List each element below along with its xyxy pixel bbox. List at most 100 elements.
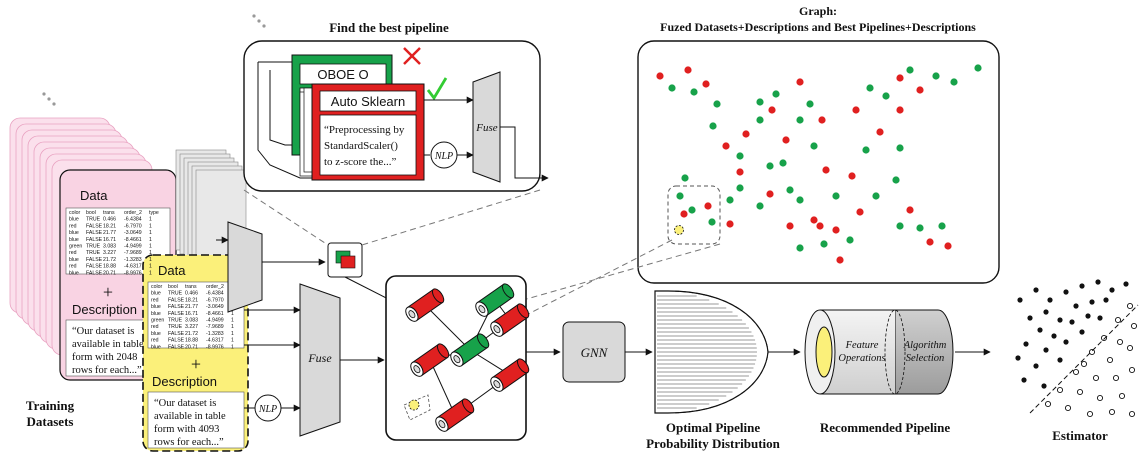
table-cell: 20.71 xyxy=(103,270,116,276)
estimator-point-hollow xyxy=(1088,348,1096,356)
table-cell: blue xyxy=(69,257,79,263)
graph-node xyxy=(882,92,890,100)
gnn-label: GNN xyxy=(581,345,609,360)
table-cell: 21.77 xyxy=(103,230,116,236)
table-cell: FALSE xyxy=(168,297,185,303)
table-cell: blue xyxy=(69,217,79,223)
graph-node xyxy=(822,166,830,174)
estimator-point-hollow xyxy=(1118,392,1126,400)
table-cell: -8.4661 xyxy=(124,237,142,243)
table-cell: -4.9499 xyxy=(206,318,224,324)
graph-node xyxy=(676,192,684,200)
pink-data-label: Data xyxy=(80,188,108,203)
graph-node xyxy=(852,106,860,114)
estimator-point-hollow xyxy=(1106,356,1114,364)
graph-node xyxy=(818,116,826,124)
estimator-point-hollow xyxy=(1130,322,1138,330)
estimator-point-filled xyxy=(1021,377,1027,383)
table-cell: blue xyxy=(69,237,79,243)
small-fuse-trapezoid xyxy=(227,221,263,313)
table-cell: -8.9976 xyxy=(206,344,224,350)
table-cell: TRUE xyxy=(86,244,101,250)
estimator-point-filled xyxy=(1103,297,1109,303)
table-cell: TRUE xyxy=(86,250,101,256)
table-cell: red xyxy=(151,297,159,303)
table-cell: 1 xyxy=(149,270,152,276)
table-cell: -3.0649 xyxy=(206,304,224,310)
training-datasets-label-2: Datasets xyxy=(27,414,74,429)
graph-node xyxy=(796,78,804,86)
table-cell: -4.9499 xyxy=(124,244,142,250)
graph-node xyxy=(688,206,696,214)
estimator-point-hollow xyxy=(1108,408,1116,416)
table-cell: -1.3283 xyxy=(206,331,224,337)
graph-node xyxy=(876,128,884,136)
estimator-scatter xyxy=(1015,279,1138,418)
table-cell: -7.9689 xyxy=(206,324,224,330)
estimator-point-filled xyxy=(1057,317,1063,323)
yellow-desc-line-3: form with 4093 xyxy=(154,424,219,435)
yellow-description-label: Description xyxy=(152,374,217,389)
graph-node xyxy=(756,116,764,124)
estimator-point-filled xyxy=(1089,299,1095,305)
table-cell: 21.72 xyxy=(103,257,116,263)
graph-node xyxy=(896,106,904,114)
estimator-point-filled xyxy=(1063,339,1069,345)
table-cell: 3.083 xyxy=(185,318,198,324)
graph-node xyxy=(816,222,824,230)
table-cell: red xyxy=(151,338,159,344)
cylinder-node xyxy=(490,303,530,337)
pipeline-desc-line-1: “Preprocessing by xyxy=(324,124,405,136)
table-cell: 1 xyxy=(231,338,234,344)
graph-node xyxy=(950,78,958,86)
yellow-table-cells: colorbooltransorder_2typeblueTRUE0.466-6… xyxy=(151,284,241,350)
graph-node xyxy=(708,218,716,226)
estimator-point-filled xyxy=(1041,383,1047,389)
table-cell: blue xyxy=(151,304,161,310)
estimator-point-filled xyxy=(1043,309,1049,315)
optimal-pipeline-label-1: Optimal Pipeline xyxy=(666,420,760,435)
graph-node xyxy=(709,122,717,130)
table-cell: blue xyxy=(151,311,161,317)
table-cell: -6.7970 xyxy=(124,223,142,229)
graph-node xyxy=(944,242,952,250)
graph-node xyxy=(656,72,664,80)
estimator-point-hollow xyxy=(1126,302,1134,310)
table-cell: 0.466 xyxy=(185,291,198,297)
estimator-point-filled xyxy=(1051,333,1057,339)
graph-node xyxy=(756,98,764,106)
table-cell: red xyxy=(69,250,77,256)
estimator-point-hollow xyxy=(1092,374,1100,382)
estimator-point-filled xyxy=(1033,363,1039,369)
estimator-point-filled xyxy=(1017,297,1023,303)
pipeline-desc-line-2: StandardScaler() xyxy=(324,140,398,152)
graph-node xyxy=(736,152,744,160)
table-cell: FALSE xyxy=(168,338,185,344)
estimator-point-hollow xyxy=(1128,410,1136,418)
graph-node xyxy=(796,116,804,124)
red-cross-icon xyxy=(403,47,421,65)
green-check-icon xyxy=(426,77,448,101)
cylinder-node xyxy=(405,288,445,322)
table-cell: -6.7970 xyxy=(206,297,224,303)
graph-node xyxy=(690,88,698,96)
estimator-point-hollow xyxy=(1064,404,1072,412)
table-header-cell: bool xyxy=(168,284,178,290)
graph-node xyxy=(782,136,790,144)
pink-description-label: Description xyxy=(72,302,137,317)
graph-node xyxy=(866,84,874,92)
yellow-data-label: Data xyxy=(158,263,186,278)
graph-node xyxy=(892,176,900,184)
table-cell: 1 xyxy=(149,244,152,250)
graph-node xyxy=(796,196,804,204)
recommended-pipeline-label: Recommended Pipeline xyxy=(820,420,951,435)
graph-node xyxy=(916,224,924,232)
graph-node xyxy=(926,238,934,246)
graph-node xyxy=(766,190,774,198)
cylinder-node xyxy=(410,343,450,377)
table-cell: blue xyxy=(151,331,161,337)
table-cell: 16.71 xyxy=(103,237,116,243)
estimator-point-filled xyxy=(1063,289,1069,295)
graph-node xyxy=(772,90,780,98)
